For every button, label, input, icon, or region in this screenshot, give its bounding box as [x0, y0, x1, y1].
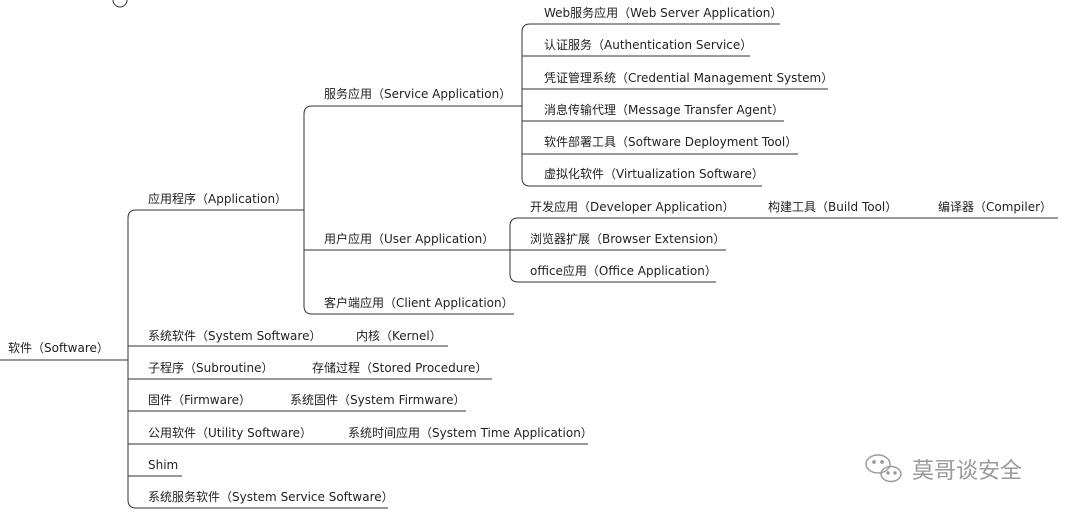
node-shim: Shim: [148, 458, 178, 472]
node-subroutine: 子程序（Subroutine）: [148, 360, 274, 375]
connector-lines: [0, 23, 1058, 509]
node-authentication-service: 认证服务（Authentication Service）: [544, 37, 752, 52]
edge-root-trunk-down: [127, 360, 388, 509]
node-compiler: 编译器（Compiler）: [938, 199, 1052, 214]
edge-service-trunk-up: [521, 23, 780, 106]
node-system-time-application: 系统时间应用（System Time Application）: [348, 425, 593, 440]
edge-root-trunk: [127, 209, 304, 360]
node-credential-management: 凭证管理系统（Credential Management System）: [544, 70, 833, 85]
watermark-text: 莫哥谈安全: [912, 459, 1022, 484]
edge-service-trunk-down: [521, 106, 762, 187]
node-application: 应用程序（Application）: [148, 191, 287, 206]
node-system-firmware: 系统固件（System Firmware）: [290, 393, 466, 407]
node-message-transfer-agent: 消息传输代理（Message Transfer Agent）: [544, 102, 784, 117]
edge-user-trunk-up: [509, 217, 1058, 250]
node-build-tool: 构建工具（Build Tool）: [768, 199, 897, 214]
node-software-deployment: 软件部署工具（Software Deployment Tool）: [544, 134, 797, 149]
node-kernel: 内核（Kernel）: [356, 329, 442, 343]
node-stored-procedure: 存储过程（Stored Procedure）: [312, 360, 487, 375]
node-client-application: 客户端应用（Client Application）: [324, 295, 514, 310]
edge-app-trunk-up: [303, 105, 522, 210]
node-office-application: office应用（Office Application）: [530, 263, 717, 278]
node-virtualization-software: 虚拟化软件（Virtualization Software）: [544, 167, 764, 181]
node-root: 软件（Software）: [8, 341, 109, 355]
node-service-application: 服务应用（Service Application）: [324, 86, 511, 101]
node-labels: 软件（Software） 应用程序（Application） 服务应用（Serv…: [8, 5, 1052, 504]
node-system-service-software: 系统服务软件（System Service Software）: [148, 489, 394, 504]
node-browser-extension: 浏览器扩展（Browser Extension）: [530, 231, 725, 246]
node-web-server-app: Web服务应用（Web Server Application）: [544, 5, 782, 20]
node-system-software: 系统软件（System Software）: [148, 329, 321, 343]
edge-user-trunk-down: [509, 250, 716, 283]
node-utility-software: 公用软件（Utility Software）: [148, 426, 312, 440]
edge-app-trunk-down: [303, 210, 514, 315]
wechat-icon: [865, 454, 902, 483]
node-firmware: 固件（Firmware）: [148, 393, 251, 407]
node-user-application: 用户应用（User Application）: [324, 231, 494, 246]
collapse-toggle-icon[interactable]: [112, 0, 128, 8]
node-developer-application: 开发应用（Developer Application）: [530, 199, 735, 214]
watermark: 莫哥谈安全: [865, 454, 1022, 484]
